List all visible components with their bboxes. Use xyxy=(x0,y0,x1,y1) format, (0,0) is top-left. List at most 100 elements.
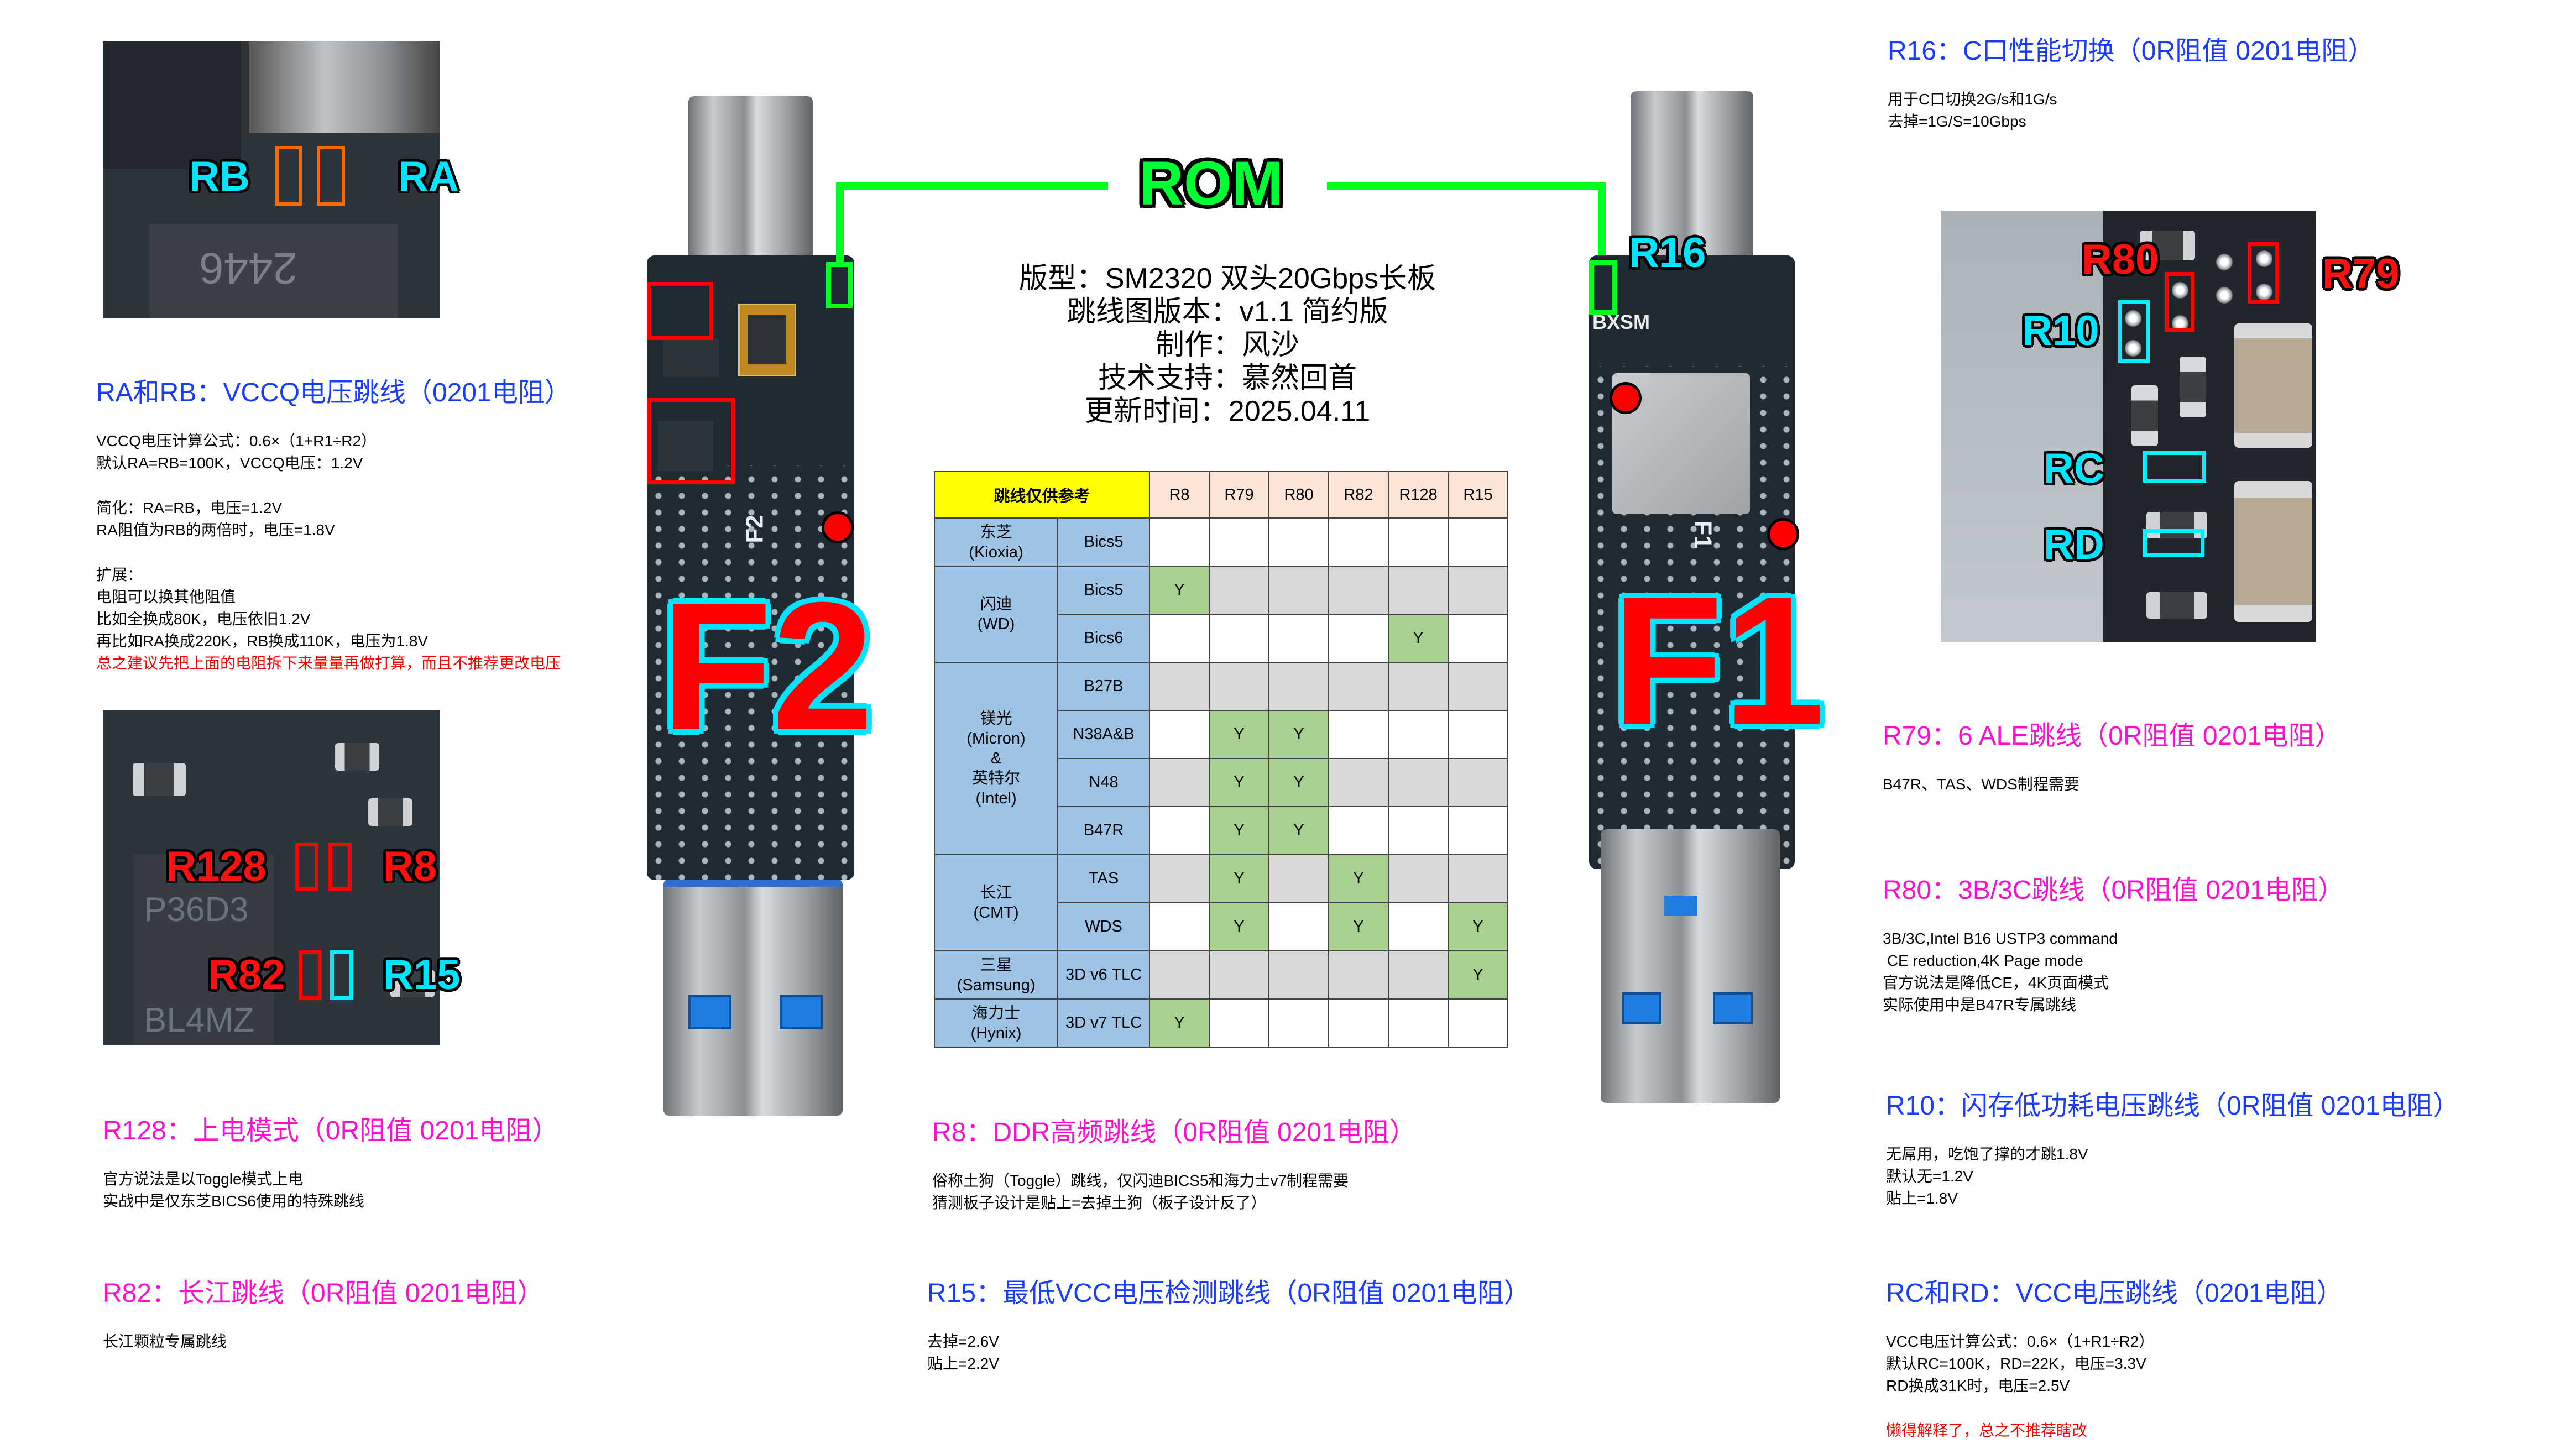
jumper-mark-r80 xyxy=(1268,517,1329,567)
jumper-mark-r82: Y xyxy=(1328,854,1389,903)
jumper-mark-r15 xyxy=(1448,854,1508,903)
section-heading: R8：DDR高频跳线（0R阻值 0201电阻） xyxy=(932,1118,1416,1147)
vendor-cell: 三星(Samsung) xyxy=(933,950,1059,1000)
f1-r16-marker xyxy=(1589,260,1617,315)
r82-label: R82 xyxy=(208,951,285,998)
dark-component xyxy=(103,41,241,169)
jumper-mark-r82 xyxy=(1328,758,1389,807)
r16-label: R16 xyxy=(1629,229,1706,276)
rom-title: ROM xyxy=(1139,149,1284,218)
section-heading: R10：闪存低功耗电压跳线（0R阻值 0201电阻） xyxy=(1886,1091,2460,1121)
jumper-mark-r8: Y xyxy=(1149,566,1210,615)
f1-silkscreen: F1 xyxy=(1689,520,1717,549)
jumper-mark-r15: Y xyxy=(1448,950,1508,1000)
jumper-mark-r79: Y xyxy=(1209,806,1269,855)
text-line: 简化：RA=RB，电压=1.2V xyxy=(96,499,283,516)
text-line: 长江颗粒专属跳线 xyxy=(103,1333,227,1350)
text-line: CE reduction,4K Page mode xyxy=(1883,952,2083,969)
update-date: 更新时间：2025.04.11 xyxy=(1084,395,1371,427)
jumper-mark-r15 xyxy=(1448,517,1508,567)
rc-resistor-marker xyxy=(2143,451,2206,483)
jumper-mark-r15 xyxy=(1448,662,1508,711)
r128-closeup-photo: P36D3 BL4MZ xyxy=(103,710,440,1045)
vendor-name: 长江 xyxy=(980,884,1012,902)
ra-resistor-marker xyxy=(317,146,345,206)
r82-resistor-marker xyxy=(299,950,322,1000)
paragraph: VCC电压计算公式：0.6×（1+R1÷R2） 默认RC=100K，RD=22K，… xyxy=(1886,1331,2343,1397)
section-heading: R82：长江跳线（0R阻值 0201电阻） xyxy=(103,1279,544,1308)
section-ra-rb: RA和RB：VCCQ电压跳线（0201电阻）VCCQ电压计算公式：0.6×（1+… xyxy=(96,378,571,674)
jumper-mark-r128 xyxy=(1388,806,1449,855)
vendor-cell: 闪迪(WD) xyxy=(933,566,1059,663)
rom-line-left-vertical xyxy=(836,182,844,265)
jumper-mark-r15 xyxy=(1448,758,1508,807)
jumper-mark-r80 xyxy=(1268,998,1329,1048)
text-line: 猜测板子设计是贴上=去掉土狗（板子设计反了） xyxy=(932,1194,1267,1211)
text-line: 默认RC=100K，RD=22K，电压=3.3V xyxy=(1886,1355,2146,1372)
f2-orientation-dot xyxy=(822,511,854,543)
jumper-mark-r79: Y xyxy=(1209,854,1269,903)
jumper-mark-r80 xyxy=(1268,566,1329,615)
jumper-mark-r80 xyxy=(1268,614,1329,663)
jumper-mark-r8 xyxy=(1149,854,1210,903)
jumper-mark-r79: Y xyxy=(1209,710,1269,759)
jumper-mark-r128 xyxy=(1388,854,1449,903)
jumper-mark-r128 xyxy=(1388,710,1449,759)
r8-resistor-marker xyxy=(328,843,352,891)
model-cell: TAS xyxy=(1057,854,1150,903)
model-cell: N38A&B xyxy=(1057,710,1150,759)
paragraph: 官方说法是以Toggle模式上电实战中是仅东芝BICS6使用的特殊跳线 xyxy=(103,1168,558,1212)
text-line: 贴上=2.2V xyxy=(927,1355,999,1372)
text-line: 默认无=1.2V xyxy=(1886,1168,1973,1185)
section-r128: R128：上电模式（0R阻值 0201电阻）官方说法是以Toggle模式上电实战… xyxy=(103,1116,558,1212)
rd-label: RD xyxy=(2044,521,2104,568)
text-line: 实战中是仅东芝BICS6使用的特殊跳线 xyxy=(103,1192,364,1210)
f1-board-label: F1 xyxy=(1612,558,1825,762)
jumper-mark-r82 xyxy=(1328,566,1389,615)
text-line: 官方说法是以Toggle模式上电 xyxy=(103,1170,304,1188)
usb-a-contact xyxy=(1713,992,1753,1024)
capacitor xyxy=(2234,481,2312,622)
jumper-mark-r8: Y xyxy=(1149,998,1210,1048)
jumper-mark-r79 xyxy=(1209,566,1269,615)
jumper-mark-r128 xyxy=(1388,566,1449,615)
jumper-mark-r80 xyxy=(1268,854,1329,903)
chip: P36D3 BL4MZ xyxy=(133,854,274,1045)
jumper-mark-r8 xyxy=(1149,758,1210,807)
jumper-mark-r8 xyxy=(1149,806,1210,855)
jumper-mark-r79 xyxy=(1209,662,1269,711)
vendor-name: 三星 xyxy=(980,956,1012,974)
vendor-name: 闪迪 xyxy=(980,595,1012,613)
text-line: VCC电压计算公式：0.6×（1+R1÷R2） xyxy=(1886,1333,2155,1350)
text-line: 扩展： xyxy=(96,566,143,583)
f1-board-pcb: BXSM F1 xyxy=(1589,255,1795,869)
table-corner-label: 跳线仅供参考 xyxy=(934,471,1150,519)
rom-chip xyxy=(738,304,796,376)
usb-a-contact-window xyxy=(1664,896,1697,916)
jumper-mark-r128 xyxy=(1388,902,1449,951)
f1-usb-a-connector xyxy=(1601,829,1780,1103)
jumper-mark-r82 xyxy=(1328,517,1389,567)
jumper-mark-r128: Y xyxy=(1388,614,1449,663)
jumper-mark-r15 xyxy=(1448,806,1508,855)
text-line: B47R、TAS、WDS制程需要 xyxy=(1883,776,2079,793)
rom-line-right-horizontal xyxy=(1327,182,1606,190)
jumper-mark-r128 xyxy=(1388,950,1449,1000)
jumper-mark-r128 xyxy=(1388,517,1449,567)
f1-orientation-dot-left xyxy=(1610,382,1642,414)
paragraph: 俗称土狗（Toggle）跳线，仅闪迪BICS5和海力士v7制程需要猜测板子设计是… xyxy=(932,1170,1416,1214)
text-line: 默认RA=RB=100K，VCCQ电压：1.2V xyxy=(96,454,363,472)
section-heading: R16：C口性能切换（0R阻值 0201电阻） xyxy=(1888,36,2375,66)
section-heading: R79：6 ALE跳线（0R阻值 0201电阻） xyxy=(1883,721,2342,751)
usb-a-contact xyxy=(780,995,823,1029)
jumper-mark-r82 xyxy=(1328,806,1389,855)
jumper-mark-r8 xyxy=(1149,517,1210,567)
